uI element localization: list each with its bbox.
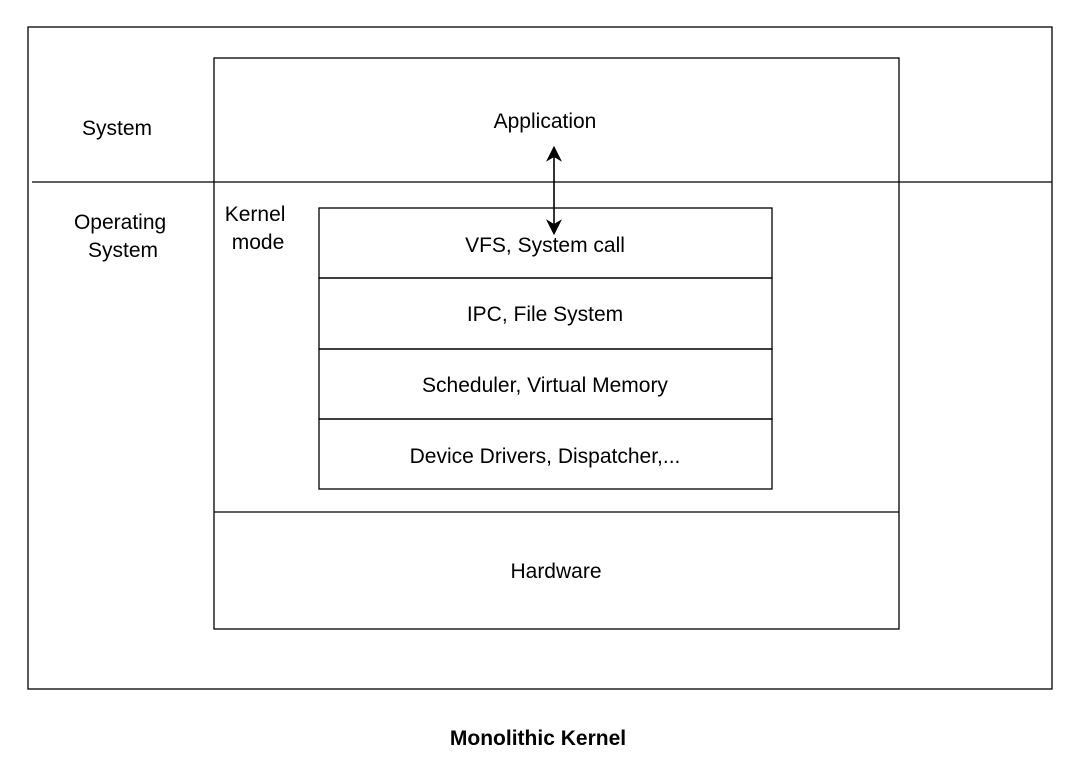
kernel-layer-label: Device Drivers, Dispatcher,...: [410, 445, 681, 468]
kernel-layer-box: [318, 418, 773, 490]
operating-system-label-line: Operating: [74, 211, 166, 234]
system-label: System: [82, 117, 152, 140]
kernel-layer-label: Scheduler, Virtual Memory: [422, 374, 668, 397]
kernel-layers: VFS, System call IPC, File System Schedu…: [318, 207, 773, 490]
stack-box: [213, 57, 900, 630]
kernel-mode-label: Kernel mode: [225, 203, 292, 254]
kernel-mode-label-line: mode: [232, 231, 285, 254]
kernel-layer-label: IPC, File System: [467, 303, 623, 326]
application-label: Application: [494, 110, 597, 133]
kernel-mode-label-line: Kernel: [225, 203, 286, 226]
diagram-caption: Monolithic Kernel: [450, 727, 626, 750]
outer-frame: [27, 26, 1053, 690]
hardware-label: Hardware: [510, 560, 601, 583]
operating-system-label-line: System: [88, 239, 158, 262]
operating-system-label: Operating System: [74, 211, 172, 262]
kernel-layer-label: VFS, System call: [465, 234, 625, 257]
